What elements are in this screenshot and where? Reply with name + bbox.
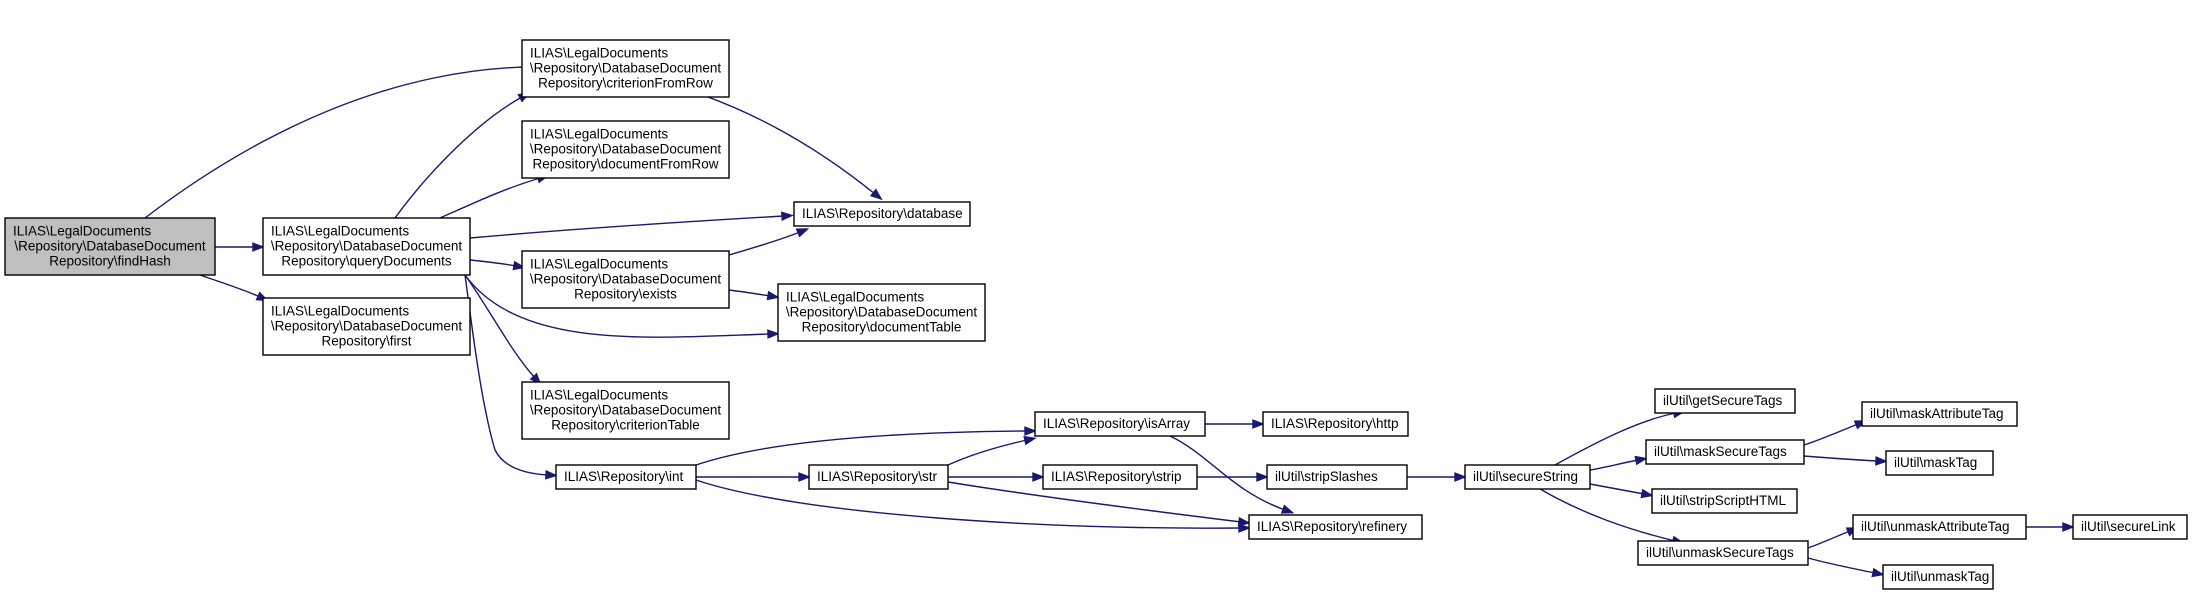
node-strip[interactable]: ILIAS\Repository\strip <box>1042 464 1198 490</box>
node-maskAttributeTag[interactable]: ilUtil\maskAttributeTag <box>1861 401 2018 427</box>
edge-unmaskSecureTags-to-unmaskAttributeTag <box>1807 527 1860 549</box>
edge-int-to-str <box>696 472 811 482</box>
node-label-line: ilUtil\unmaskTag <box>1891 569 1989 584</box>
node-http[interactable]: ILIAS\Repository\http <box>1262 411 1409 437</box>
edge-findHash-to-database <box>144 66 883 219</box>
edges-layer <box>144 66 2075 578</box>
nodes-layer: ILIAS\LegalDocuments\Repository\Database… <box>4 39 2188 590</box>
node-label-line: ilUtil\maskAttributeTag <box>1870 406 2004 421</box>
node-label-line: ilUtil\getSecureTags <box>1663 393 1783 408</box>
edge-str-to-strip <box>948 472 1045 482</box>
edge-queryDocuments-to-exists <box>469 259 526 271</box>
edge-int-to-refinery <box>695 479 1251 533</box>
node-label-line: ilUtil\unmaskSecureTags <box>1646 545 1794 560</box>
node-label-line: Repository\findHash <box>49 254 171 269</box>
node-label-line: \Repository\DatabaseDocument <box>14 239 206 254</box>
node-label-line: ILIAS\LegalDocuments <box>271 304 409 319</box>
node-label-line: Repository\documentTable <box>802 320 962 335</box>
node-label-line: Repository\first <box>321 334 411 349</box>
edge-isArray-to-http <box>1205 419 1265 429</box>
node-label-line: ILIAS\Repository\http <box>1271 416 1399 431</box>
node-isArray[interactable]: ILIAS\Repository\isArray <box>1034 411 1206 437</box>
node-label-line: ilUtil\unmaskAttributeTag <box>1861 519 2010 534</box>
edge-exists-to-documentTable <box>728 289 780 301</box>
node-label-line: ILIAS\Repository\int <box>564 469 684 484</box>
edge-queryDocuments-to-criterionFromRow <box>394 92 531 219</box>
node-label-line: Repository\exists <box>574 287 677 302</box>
node-label-line: ILIAS\Repository\str <box>817 469 938 484</box>
node-label-line: \Repository\DatabaseDocument <box>271 319 463 334</box>
node-exists[interactable]: ILIAS\LegalDocuments\Repository\Database… <box>521 250 730 309</box>
node-documentTable[interactable]: ILIAS\LegalDocuments\Repository\Database… <box>777 283 986 342</box>
node-label-line: ilUtil\maskTag <box>1894 455 1977 470</box>
node-label-line: ilUtil\stripScriptHTML <box>1660 493 1787 508</box>
node-getSecureTags[interactable]: ilUtil\getSecureTags <box>1654 388 1796 414</box>
edge-maskSecureTags-to-maskTag <box>1803 455 1888 466</box>
node-findHash: ILIAS\LegalDocuments\Repository\Database… <box>4 217 216 276</box>
node-label-line: \Repository\DatabaseDocument <box>530 61 722 76</box>
node-secureLink[interactable]: ilUtil\secureLink <box>2072 514 2188 540</box>
node-label-line: ILIAS\LegalDocuments <box>530 46 668 61</box>
edge-isArray-to-refinery <box>1169 435 1295 514</box>
node-label-line: ILIAS\LegalDocuments <box>530 388 668 403</box>
node-int[interactable]: ILIAS\Repository\int <box>555 464 697 490</box>
node-label-line: ILIAS\LegalDocuments <box>13 224 151 239</box>
node-label-line: \Repository\DatabaseDocument <box>530 142 722 157</box>
node-label-line: ILIAS\LegalDocuments <box>530 127 668 142</box>
node-criterionFromRow[interactable]: ILIAS\LegalDocuments\Repository\Database… <box>521 39 730 98</box>
edge-str-to-isArray <box>947 435 1037 466</box>
edge-findHash-to-queryDocuments <box>215 242 265 252</box>
node-unmaskTag[interactable]: ilUtil\unmaskTag <box>1882 564 1994 590</box>
node-unmaskSecureTags[interactable]: ilUtil\unmaskSecureTags <box>1637 540 1809 566</box>
node-maskTag[interactable]: ilUtil\maskTag <box>1885 450 1994 476</box>
node-label-line: ILIAS\LegalDocuments <box>271 224 409 239</box>
node-stripScriptHTML[interactable]: ilUtil\stripScriptHTML <box>1651 488 1798 514</box>
node-label-line: ilUtil\stripSlashes <box>1275 469 1378 484</box>
edge-queryDocuments-to-documentFromRow <box>439 174 550 219</box>
node-refinery[interactable]: ILIAS\Repository\refinery <box>1248 514 1423 540</box>
node-label-line: Repository\documentFromRow <box>532 157 718 172</box>
node-label-line: Repository\queryDocuments <box>281 254 452 269</box>
edge-secureString-to-maskSecureTags <box>1589 455 1648 471</box>
node-label-line: \Repository\DatabaseDocument <box>271 239 463 254</box>
node-criterionTable[interactable]: ILIAS\LegalDocuments\Repository\Database… <box>521 381 730 440</box>
node-label-line: \Repository\DatabaseDocument <box>530 272 722 287</box>
node-label-line: Repository\criterionFromRow <box>538 76 713 91</box>
edge-queryDocuments-to-documentTable <box>464 274 780 339</box>
node-queryDocuments[interactable]: ILIAS\LegalDocuments\Repository\Database… <box>262 217 471 276</box>
edge-maskSecureTags-to-maskAttributeTag <box>1803 420 1868 446</box>
edge-findHash-to-first <box>199 274 270 302</box>
node-label-line: ilUtil\maskSecureTags <box>1654 444 1787 459</box>
node-database[interactable]: ILIAS\Repository\database <box>793 201 971 227</box>
edge-str-to-refinery <box>947 481 1251 527</box>
node-label-line: ILIAS\LegalDocuments <box>786 290 924 305</box>
node-documentFromRow[interactable]: ILIAS\LegalDocuments\Repository\Database… <box>521 120 730 179</box>
edge-int-to-isArray <box>695 426 1037 466</box>
node-unmaskAttributeTag[interactable]: ilUtil\unmaskAttributeTag <box>1852 514 2027 540</box>
node-label-line: ilUtil\secureLink <box>2081 519 2176 534</box>
node-label-line: \Repository\DatabaseDocument <box>786 305 978 320</box>
node-secureString[interactable]: ilUtil\secureString <box>1464 464 1591 490</box>
node-label-line: ILIAS\LegalDocuments <box>530 257 668 272</box>
edge-unmaskSecureTags-to-unmaskTag <box>1807 557 1885 578</box>
edge-exists-to-database <box>728 228 810 256</box>
edge-unmaskAttributeTag-to-secureLink <box>2026 522 2075 532</box>
node-first[interactable]: ILIAS\LegalDocuments\Repository\Database… <box>262 297 471 356</box>
node-label-line: Repository\criterionTable <box>551 418 700 433</box>
edge-stripSlashes-to-secureString <box>1407 472 1467 482</box>
node-maskSecureTags[interactable]: ilUtil\maskSecureTags <box>1645 439 1805 465</box>
node-label-line: ILIAS\Repository\strip <box>1051 469 1182 484</box>
node-str[interactable]: ILIAS\Repository\str <box>808 464 949 490</box>
node-label-line: ILIAS\Repository\isArray <box>1043 416 1190 431</box>
node-label-line: ilUtil\secureString <box>1473 469 1578 484</box>
node-label-line: ILIAS\Repository\refinery <box>1257 519 1407 534</box>
edge-strip-to-stripSlashes <box>1197 472 1269 482</box>
node-label-line: ILIAS\Repository\database <box>802 206 963 221</box>
edge-secureString-to-stripScriptHTML <box>1589 483 1654 499</box>
node-label-line: \Repository\DatabaseDocument <box>530 403 722 418</box>
edge-queryDocuments-to-database <box>469 211 794 239</box>
node-stripSlashes[interactable]: ilUtil\stripSlashes <box>1266 464 1408 490</box>
